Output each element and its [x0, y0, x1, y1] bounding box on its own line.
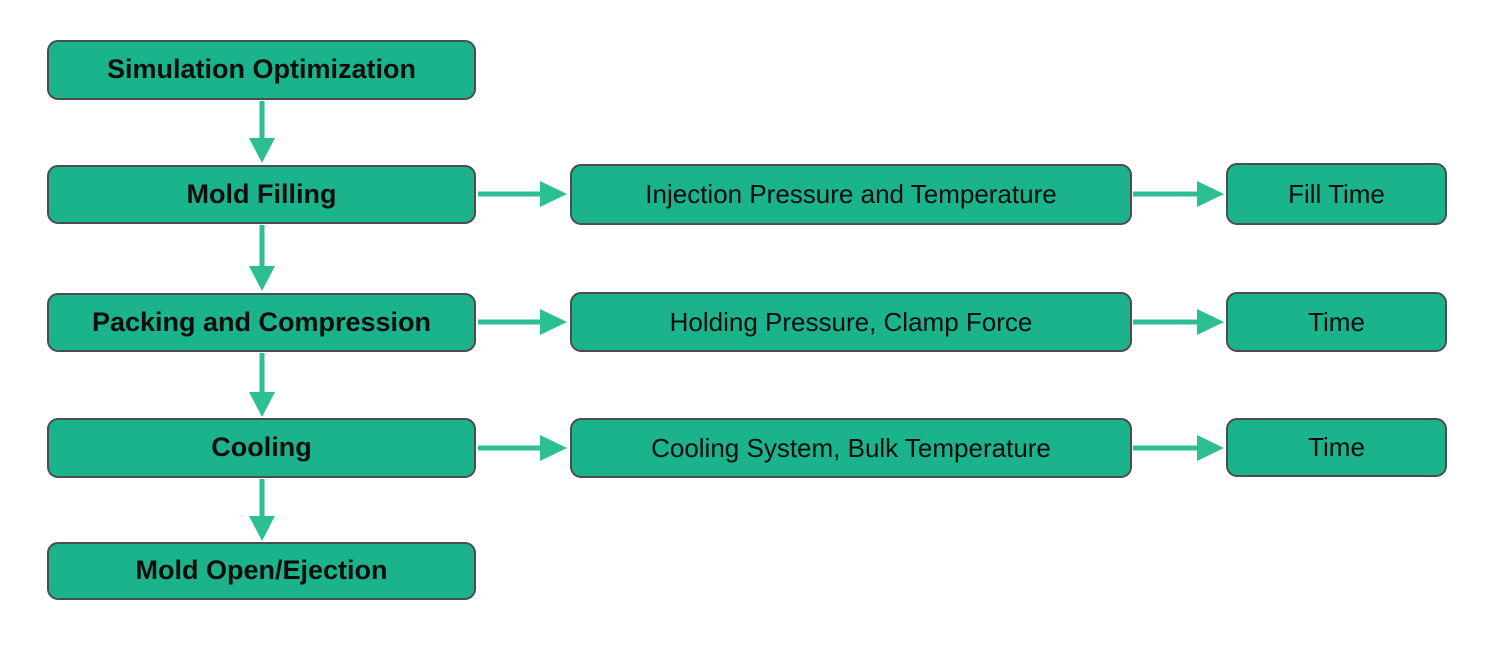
arrow-down-cooling-to-ejection — [249, 479, 275, 541]
node-fill-time: Fill Time — [1226, 163, 1447, 225]
arrow-right-cooling-to-factor — [478, 435, 567, 461]
node-cooling-system-bulk-temperature: Cooling System, Bulk Temperature — [570, 418, 1132, 478]
arrow-right-packing-to-factor — [478, 309, 567, 335]
arrow-down-filling-to-packing — [249, 225, 275, 291]
node-packing-and-compression: Packing and Compression — [47, 293, 476, 352]
node-holding-pressure-clamp-force: Holding Pressure, Clamp Force — [570, 292, 1132, 352]
node-cooling: Cooling — [47, 418, 476, 478]
arrow-right-factor-to-time-2 — [1133, 309, 1224, 335]
arrow-right-filling-to-factor — [478, 181, 567, 207]
node-time-cooling: Time — [1226, 418, 1447, 477]
node-mold-open-ejection: Mold Open/Ejection — [47, 542, 476, 600]
node-mold-filling: Mold Filling — [47, 165, 476, 224]
node-simulation-optimization: Simulation Optimization — [47, 40, 476, 100]
arrow-right-factor-to-time-3 — [1133, 435, 1224, 461]
node-time-packing: Time — [1226, 292, 1447, 352]
arrow-down-packing-to-cooling — [249, 353, 275, 417]
arrow-right-factor-to-filltime — [1133, 181, 1224, 207]
node-injection-pressure-temperature: Injection Pressure and Temperature — [570, 164, 1132, 225]
arrow-down-sim-to-filling — [249, 101, 275, 163]
